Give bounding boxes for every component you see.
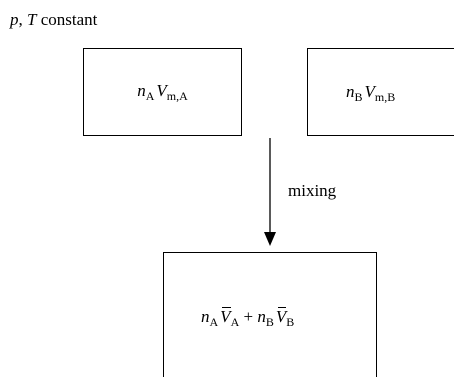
conditions-label: p, T constant — [10, 10, 97, 30]
pressure-symbol: p — [10, 10, 19, 29]
partial-molar-volume-b: V — [275, 307, 287, 326]
arrow-head — [264, 232, 276, 246]
mixing-arrow — [264, 138, 276, 246]
partial-molar-volume-a: V — [220, 307, 231, 326]
temperature-symbol: T — [27, 10, 37, 29]
separator: , — [18, 10, 27, 29]
mixing-label: mixing — [288, 181, 337, 200]
constant-text: constant — [36, 10, 98, 29]
